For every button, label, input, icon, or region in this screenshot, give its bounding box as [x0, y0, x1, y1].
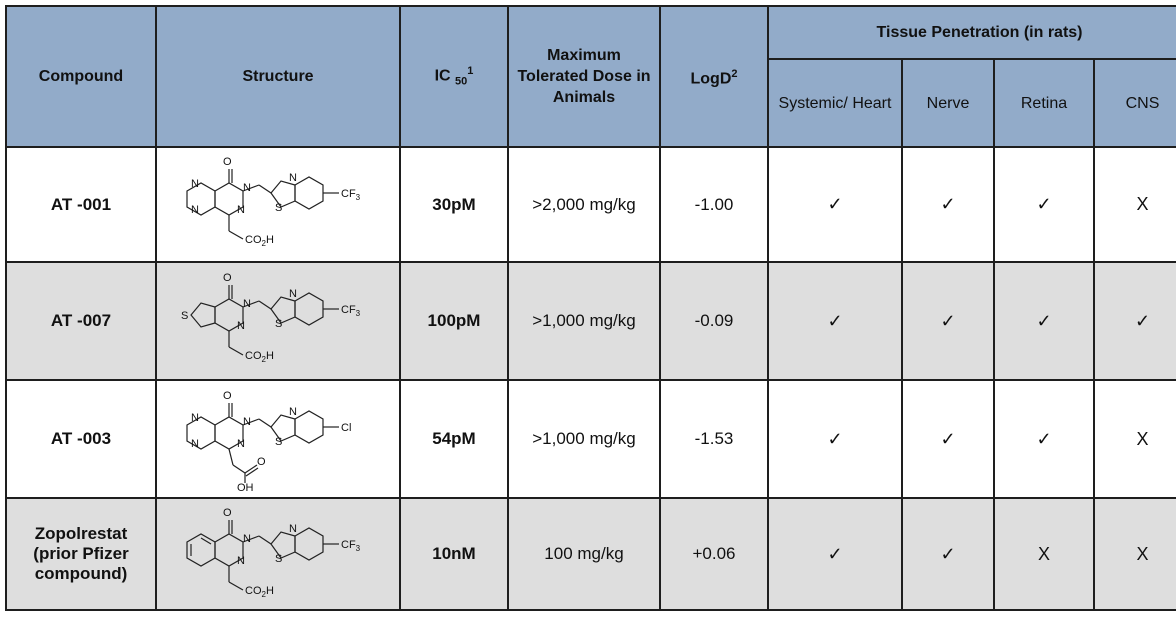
compound-name: AT -003 [5, 379, 157, 499]
header-logd: LogD2 [659, 5, 769, 148]
svg-text:N: N [191, 178, 199, 190]
svg-text:N: N [289, 406, 297, 418]
svg-text:N: N [289, 172, 297, 184]
molecule-structure: O N N N N N S Cl O OH [186, 390, 351, 493]
nerve-mark: ✓ [901, 379, 995, 499]
mtd-value: >1,000 mg/kg [507, 379, 661, 499]
compound-name: AT -001 [5, 146, 157, 263]
retina-mark: ✓ [993, 379, 1095, 499]
header-nerve: Nerve [901, 58, 995, 148]
header-structure: Structure [155, 5, 401, 148]
svg-text:O: O [223, 507, 232, 519]
svg-text:N: N [289, 288, 297, 300]
svg-text:CF3: CF3 [341, 304, 361, 318]
systemic-heart-mark: ✓ [767, 379, 903, 499]
header-max-tolerated-dose: Maximum Tolerated Dose in Animals [507, 5, 661, 148]
table-row: AT -007 O S [5, 261, 1176, 381]
header-retina: Retina [993, 58, 1095, 148]
cns-mark: X [1092, 379, 1176, 499]
compound-comparison-table: Compound Structure IC 501 Maximum Tolera… [5, 5, 1176, 611]
svg-text:N: N [191, 412, 199, 424]
logd-value: +0.06 [659, 497, 769, 611]
nerve-mark: ✓ [901, 146, 995, 263]
header-systemic-heart: Systemic/ Heart [767, 58, 903, 148]
systemic-heart-mark: ✓ [767, 146, 903, 263]
compound-name: AT -007 [5, 261, 157, 381]
svg-text:CO2H: CO2H [245, 234, 274, 248]
svg-text:N: N [191, 438, 199, 450]
table-row: AT -001 [5, 146, 1176, 263]
table-row: AT -003 [5, 379, 1176, 499]
svg-text:OH: OH [237, 482, 254, 493]
retina-mark: ✓ [993, 261, 1095, 381]
cns-mark: X [1092, 146, 1176, 263]
svg-text:N: N [289, 523, 297, 535]
svg-text:O: O [223, 272, 232, 284]
svg-text:O: O [223, 156, 232, 168]
svg-text:N: N [243, 182, 251, 194]
svg-text:N: N [243, 416, 251, 428]
logd-value: -0.09 [659, 261, 769, 381]
retina-mark: X [993, 497, 1095, 611]
svg-text:O: O [257, 456, 266, 468]
ic50-value: 54pM [399, 379, 509, 499]
svg-text:S: S [181, 310, 188, 322]
svg-text:S: S [275, 202, 282, 214]
header-cns: CNS [1092, 58, 1176, 148]
svg-text:N: N [237, 438, 245, 450]
mtd-value: >1,000 mg/kg [507, 261, 661, 381]
mtd-value: 100 mg/kg [507, 497, 661, 611]
structure-image: O N N N S CF3 CO2H [155, 497, 401, 611]
ic50-value: 100pM [399, 261, 509, 381]
systemic-heart-mark: ✓ [767, 497, 903, 611]
svg-text:S: S [275, 436, 282, 448]
svg-text:CO2H: CO2H [245, 585, 274, 599]
systemic-heart-mark: ✓ [767, 261, 903, 381]
molecule-structure: O N N N N N S CF3 CO2H [186, 156, 361, 248]
svg-text:CF3: CF3 [341, 539, 361, 553]
ic50-value: 10nM [399, 497, 509, 611]
svg-text:Cl: Cl [341, 422, 351, 434]
ic50-value: 30pM [399, 146, 509, 263]
svg-text:N: N [191, 204, 199, 216]
svg-text:N: N [243, 298, 251, 310]
molecule-structure: O S N N N S CF3 CO2H [181, 272, 361, 364]
svg-text:S: S [275, 318, 282, 330]
svg-text:N: N [237, 555, 245, 567]
table-row: Zopolrestat (prior Pfizer compound) [5, 497, 1176, 611]
nerve-mark: ✓ [901, 261, 995, 381]
logd-value: -1.00 [659, 146, 769, 263]
compound-name: Zopolrestat (prior Pfizer compound) [5, 497, 157, 611]
svg-text:N: N [237, 320, 245, 332]
svg-text:CO2H: CO2H [245, 350, 274, 364]
nerve-mark: ✓ [901, 497, 995, 611]
svg-text:N: N [237, 204, 245, 216]
header-compound: Compound [5, 5, 157, 148]
structure-image: O N N N N N S Cl O OH [155, 379, 401, 499]
structure-image: O N N N N N S CF3 CO2H [155, 146, 401, 263]
svg-text:CF3: CF3 [341, 188, 361, 202]
svg-text:O: O [223, 390, 232, 402]
svg-text:S: S [275, 553, 282, 565]
header-ic50: IC 501 [399, 5, 509, 148]
retina-mark: ✓ [993, 146, 1095, 263]
mtd-value: >2,000 mg/kg [507, 146, 661, 263]
cns-mark: X [1092, 497, 1176, 611]
header-tissue-penetration: Tissue Penetration (in rats) [766, 5, 1176, 60]
cns-mark: ✓ [1092, 261, 1176, 381]
molecule-structure: O N N N S CF3 CO2H [186, 507, 361, 599]
logd-value: -1.53 [659, 379, 769, 499]
svg-text:N: N [243, 533, 251, 545]
structure-image: O S N N N S CF3 CO2H [155, 261, 401, 381]
